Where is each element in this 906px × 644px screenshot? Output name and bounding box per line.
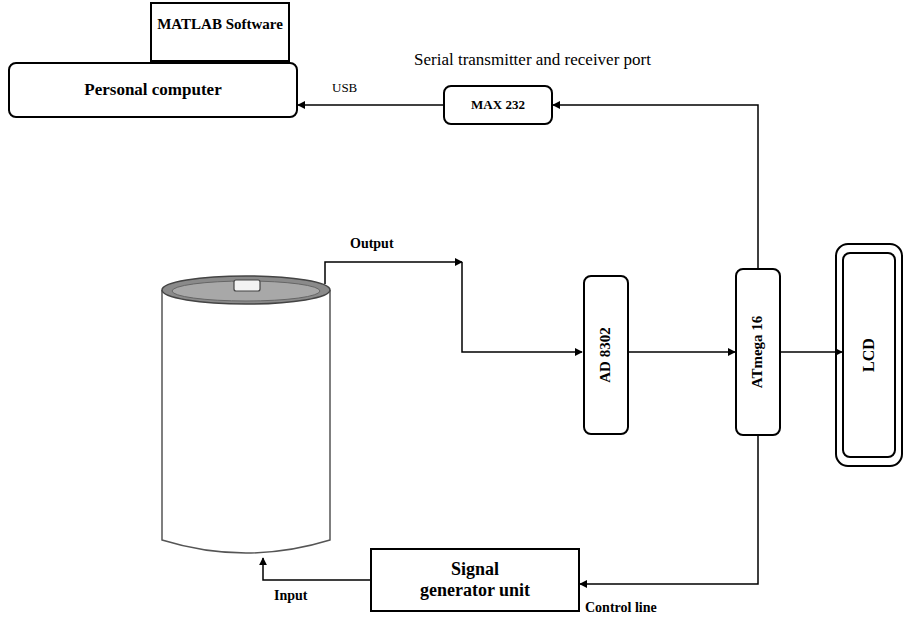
signal-connector (781, 351, 842, 353)
output-wire (325, 262, 462, 284)
signal-label: Input (272, 588, 309, 604)
signal-connector (553, 105, 758, 268)
computer-box: Personal computer (8, 62, 298, 118)
software-box: MATLAB Software (150, 2, 290, 62)
node-text: AD 8302 (597, 327, 614, 382)
signal-label: Output (348, 236, 396, 252)
output-wire (462, 262, 582, 352)
signal-connector (629, 351, 735, 353)
node-text: Personal computer (84, 80, 221, 100)
cylinder-body (162, 290, 330, 553)
node-text: LCD (860, 338, 878, 372)
lcd-frame (836, 244, 902, 466)
node-text: MATLAB Software (157, 16, 283, 33)
node-text: Signal generator unit (412, 559, 538, 600)
signal-connector (580, 436, 758, 584)
display-box: LCD (842, 252, 896, 458)
input-wire (263, 558, 370, 580)
generator-box: Signal generator unit (370, 548, 580, 612)
cylinder-inner (172, 281, 320, 301)
cylinder-rim (162, 276, 330, 304)
converter-box: MAX 232 (443, 85, 553, 125)
signal-connector (298, 104, 443, 106)
edge-label: USB (330, 80, 359, 96)
microcontroller-box: ATmega 16 (735, 268, 781, 436)
node-text: ATmega 16 (749, 316, 766, 389)
detector-box: AD 8302 (583, 275, 629, 435)
cylinder-tab (234, 280, 260, 291)
node-text: MAX 232 (471, 98, 525, 113)
port-title: Serial transmitter and receiver port (412, 50, 653, 70)
edge-label: Control line (583, 600, 659, 616)
